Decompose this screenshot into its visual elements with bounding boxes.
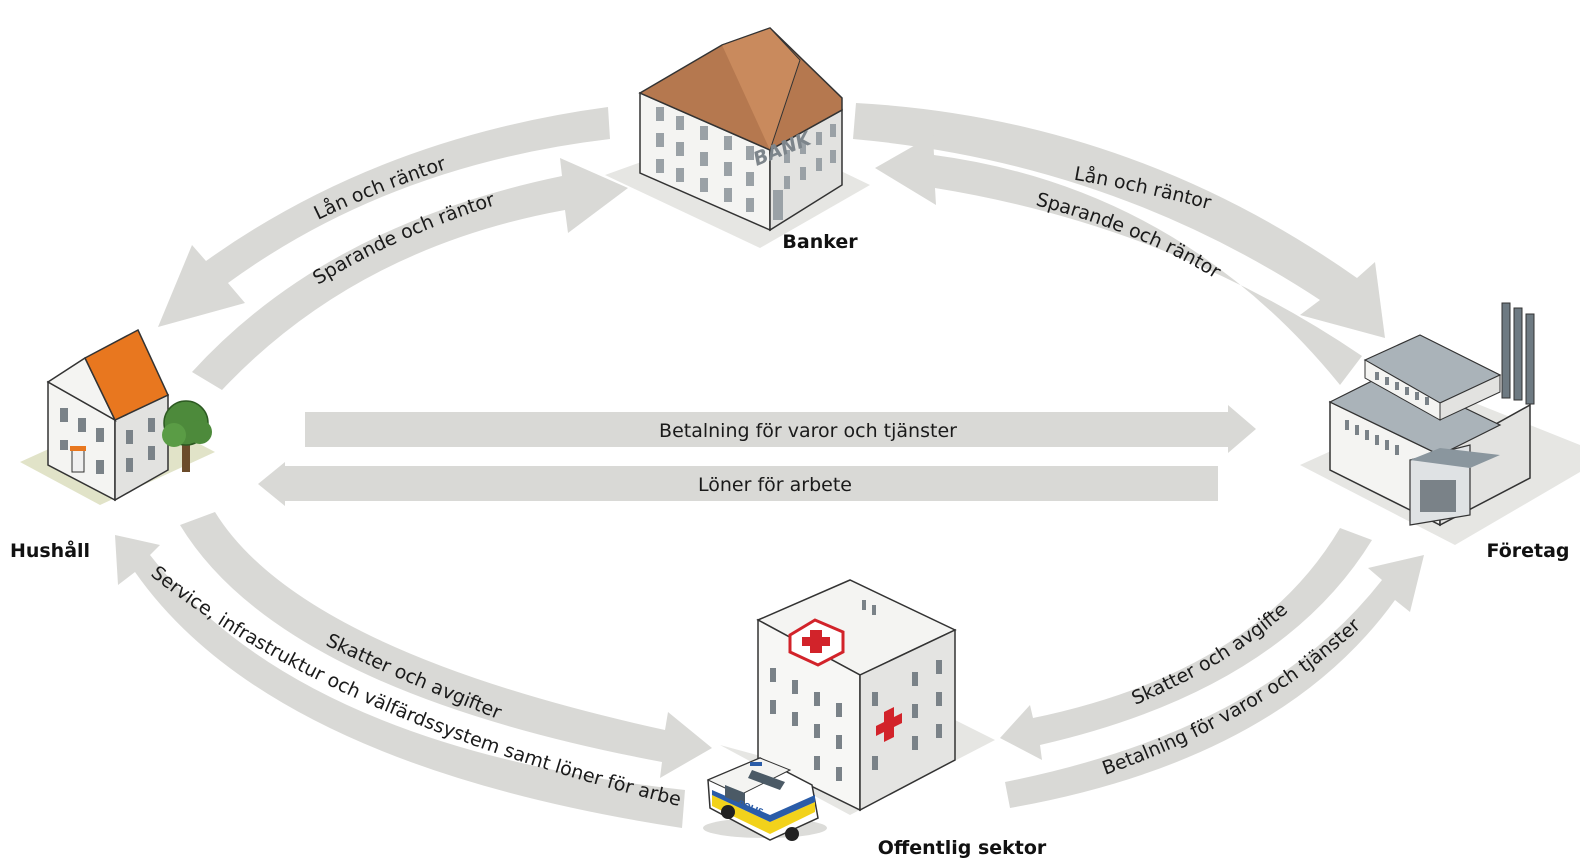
arrow-public-to-co	[1005, 555, 1424, 808]
flow-label-hh-to-co: Betalning för varor och tjänster	[659, 420, 957, 442]
arrow-hh-to-public	[180, 512, 712, 778]
arrow-co-to-hh	[258, 462, 1218, 506]
flow-label-co-to-hh: Löner för arbete	[698, 474, 852, 496]
arrow-bank-co-loans	[853, 103, 1385, 338]
label-companies: Företag	[1486, 540, 1569, 562]
arrow-hh-to-co	[305, 405, 1256, 453]
label-public-sector: Offentlig sektor	[878, 837, 1047, 859]
label-banks: Banker	[782, 231, 858, 253]
arrow-public-to-hh	[115, 535, 685, 828]
tree-icon	[162, 400, 212, 472]
arrow-bank-co-savings	[875, 135, 1362, 385]
label-households: Hushåll	[10, 538, 90, 562]
police-car-icon: POLIS	[703, 757, 827, 841]
arrow-hh-bank-savings	[192, 158, 628, 390]
bank-building-icon: BANK	[605, 27, 870, 248]
factory-icon	[1300, 302, 1580, 545]
arrow-hh-bank-loans	[158, 107, 610, 327]
hospital-icon	[720, 579, 995, 815]
arrow-co-to-public	[1000, 528, 1372, 760]
